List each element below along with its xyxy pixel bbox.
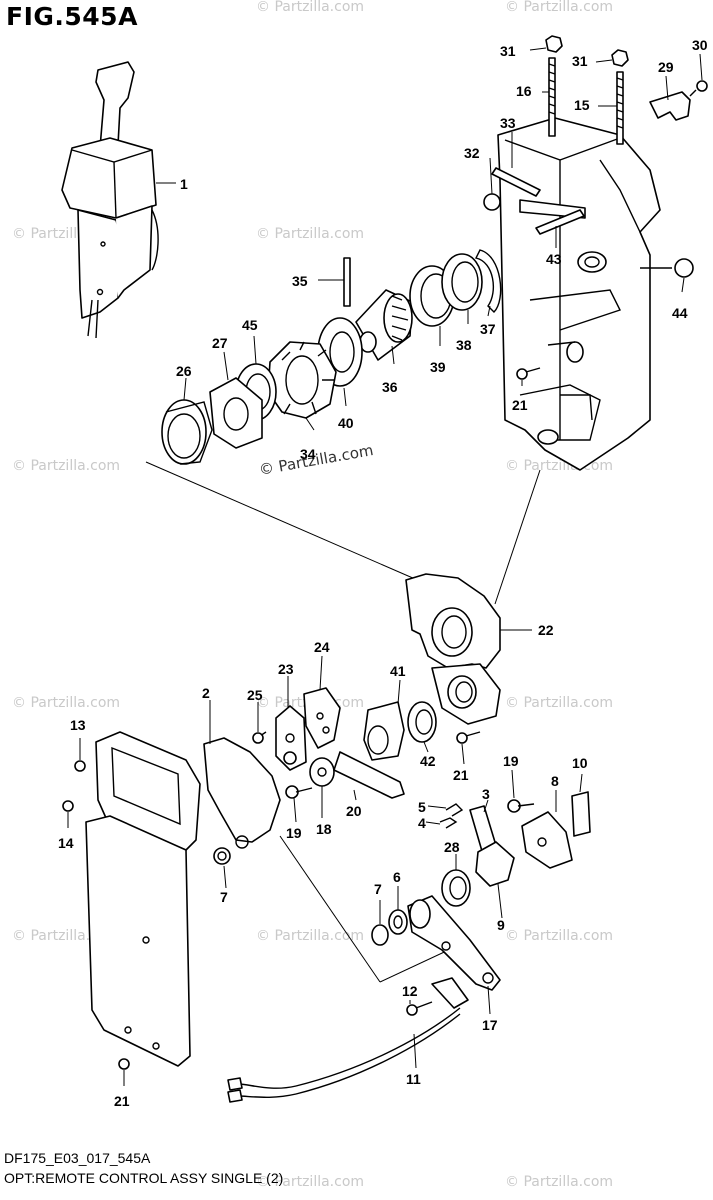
part-21-screws [456,367,541,744]
callout-37: 37 [480,321,496,337]
watermark: © Partzilla.com [505,458,613,474]
callout-24: 24 [314,639,330,655]
watermark: © Partzilla.com [505,0,613,15]
part-rings-upper [409,249,502,327]
callout-25: 25 [247,687,263,703]
callout-21: 21 [453,767,469,783]
callout-21: 21 [114,1093,130,1109]
callout-26: 26 [176,363,192,379]
guide-lines [145,461,541,983]
leader-lines [67,47,703,1086]
callout-10: 10 [572,755,588,771]
callout-3: 3 [482,786,490,802]
watermark: © Partzilla.com [12,458,120,474]
part-bottom-panel [62,731,201,1070]
callout-43: 43 [546,251,562,267]
callout-11: 11 [406,1071,421,1087]
callout-32: 32 [464,145,480,161]
part-19-screw-mid [285,785,313,799]
part-8-10 [507,791,591,869]
part-35-pin [343,257,351,307]
watermark: © Partzilla.com [256,1174,364,1190]
watermark: © Partzilla.com [505,695,613,711]
callout-5: 5 [418,799,426,815]
callout-6: 6 [393,869,401,885]
callout-2: 2 [202,685,210,701]
part-bolts-upper [545,35,708,145]
part-45-27-26 [161,363,277,465]
callout-28: 28 [444,839,460,855]
watermark: © Partzilla.com [505,928,613,944]
callout-45: 45 [242,317,258,333]
callout-layer: 1 2 3 4 5 6 7 7 8 9 10 11 12 13 14 15 16… [58,37,708,1109]
part-shaft-area [439,803,515,907]
watermark: © Partzilla.com [256,226,364,242]
figure-subtitle: OPT:REMOTE CONTROL ASSY SINGLE (2) [4,1170,284,1186]
callout-21: 21 [512,397,528,413]
watermark: © Partzilla.com [256,0,364,15]
callout-20: 20 [346,803,362,819]
callout-31: 31 [572,53,588,69]
callout-22: 22 [538,622,554,638]
callout-16: 16 [516,83,532,99]
figure-code: DF175_E03_017_545A [4,1150,151,1166]
callout-44: 44 [672,305,688,321]
callout-23: 23 [278,661,294,677]
part-36-gear [355,289,413,361]
callout-18: 18 [316,821,332,837]
callout-39: 39 [430,359,446,375]
part-1-remote-control [61,61,159,339]
part-11-lead [227,977,469,1103]
callout-7: 7 [374,881,382,897]
part-main-housing-upper [497,117,661,471]
callout-9: 9 [497,917,505,933]
callout-12: 12 [402,983,418,999]
callout-42: 42 [420,753,436,769]
part-34-gear [265,341,337,419]
callout-41: 41 [390,663,406,679]
part-41-42 [363,701,437,761]
watermark: © Partzilla.com [258,441,375,479]
callout-17: 17 [482,1017,498,1033]
callout-14: 14 [58,835,74,851]
callout-31: 31 [500,43,516,59]
callout-33: 33 [500,115,516,131]
callout-35: 35 [292,273,308,289]
callout-29: 29 [658,59,674,75]
callout-34: 34 [300,446,316,462]
callout-19: 19 [503,753,519,769]
figure-title: FIG.545A [6,2,138,31]
callout-15: 15 [574,97,590,113]
callout-13: 13 [70,717,86,733]
part-plates-mid [252,687,405,799]
callout-40: 40 [338,415,354,431]
watermark: © Partzilla.com [256,928,364,944]
part-22-housing [405,573,501,725]
callout-8: 8 [551,773,559,789]
callout-19: 19 [286,825,302,841]
callout-4: 4 [418,815,426,831]
callout-30: 30 [692,37,708,53]
watermark: © Partzilla.com [12,695,120,711]
part-pins-caps [483,167,694,278]
part-6-7 [371,909,408,946]
callout-7: 7 [220,889,228,905]
callout-27: 27 [212,335,228,351]
watermark: © Partzilla.com [505,1174,613,1190]
callout-1: 1 [180,176,188,192]
callout-38: 38 [456,337,472,353]
callout-36: 36 [382,379,398,395]
part-17-lever [407,895,501,991]
part-2-cam-plate [203,737,281,865]
